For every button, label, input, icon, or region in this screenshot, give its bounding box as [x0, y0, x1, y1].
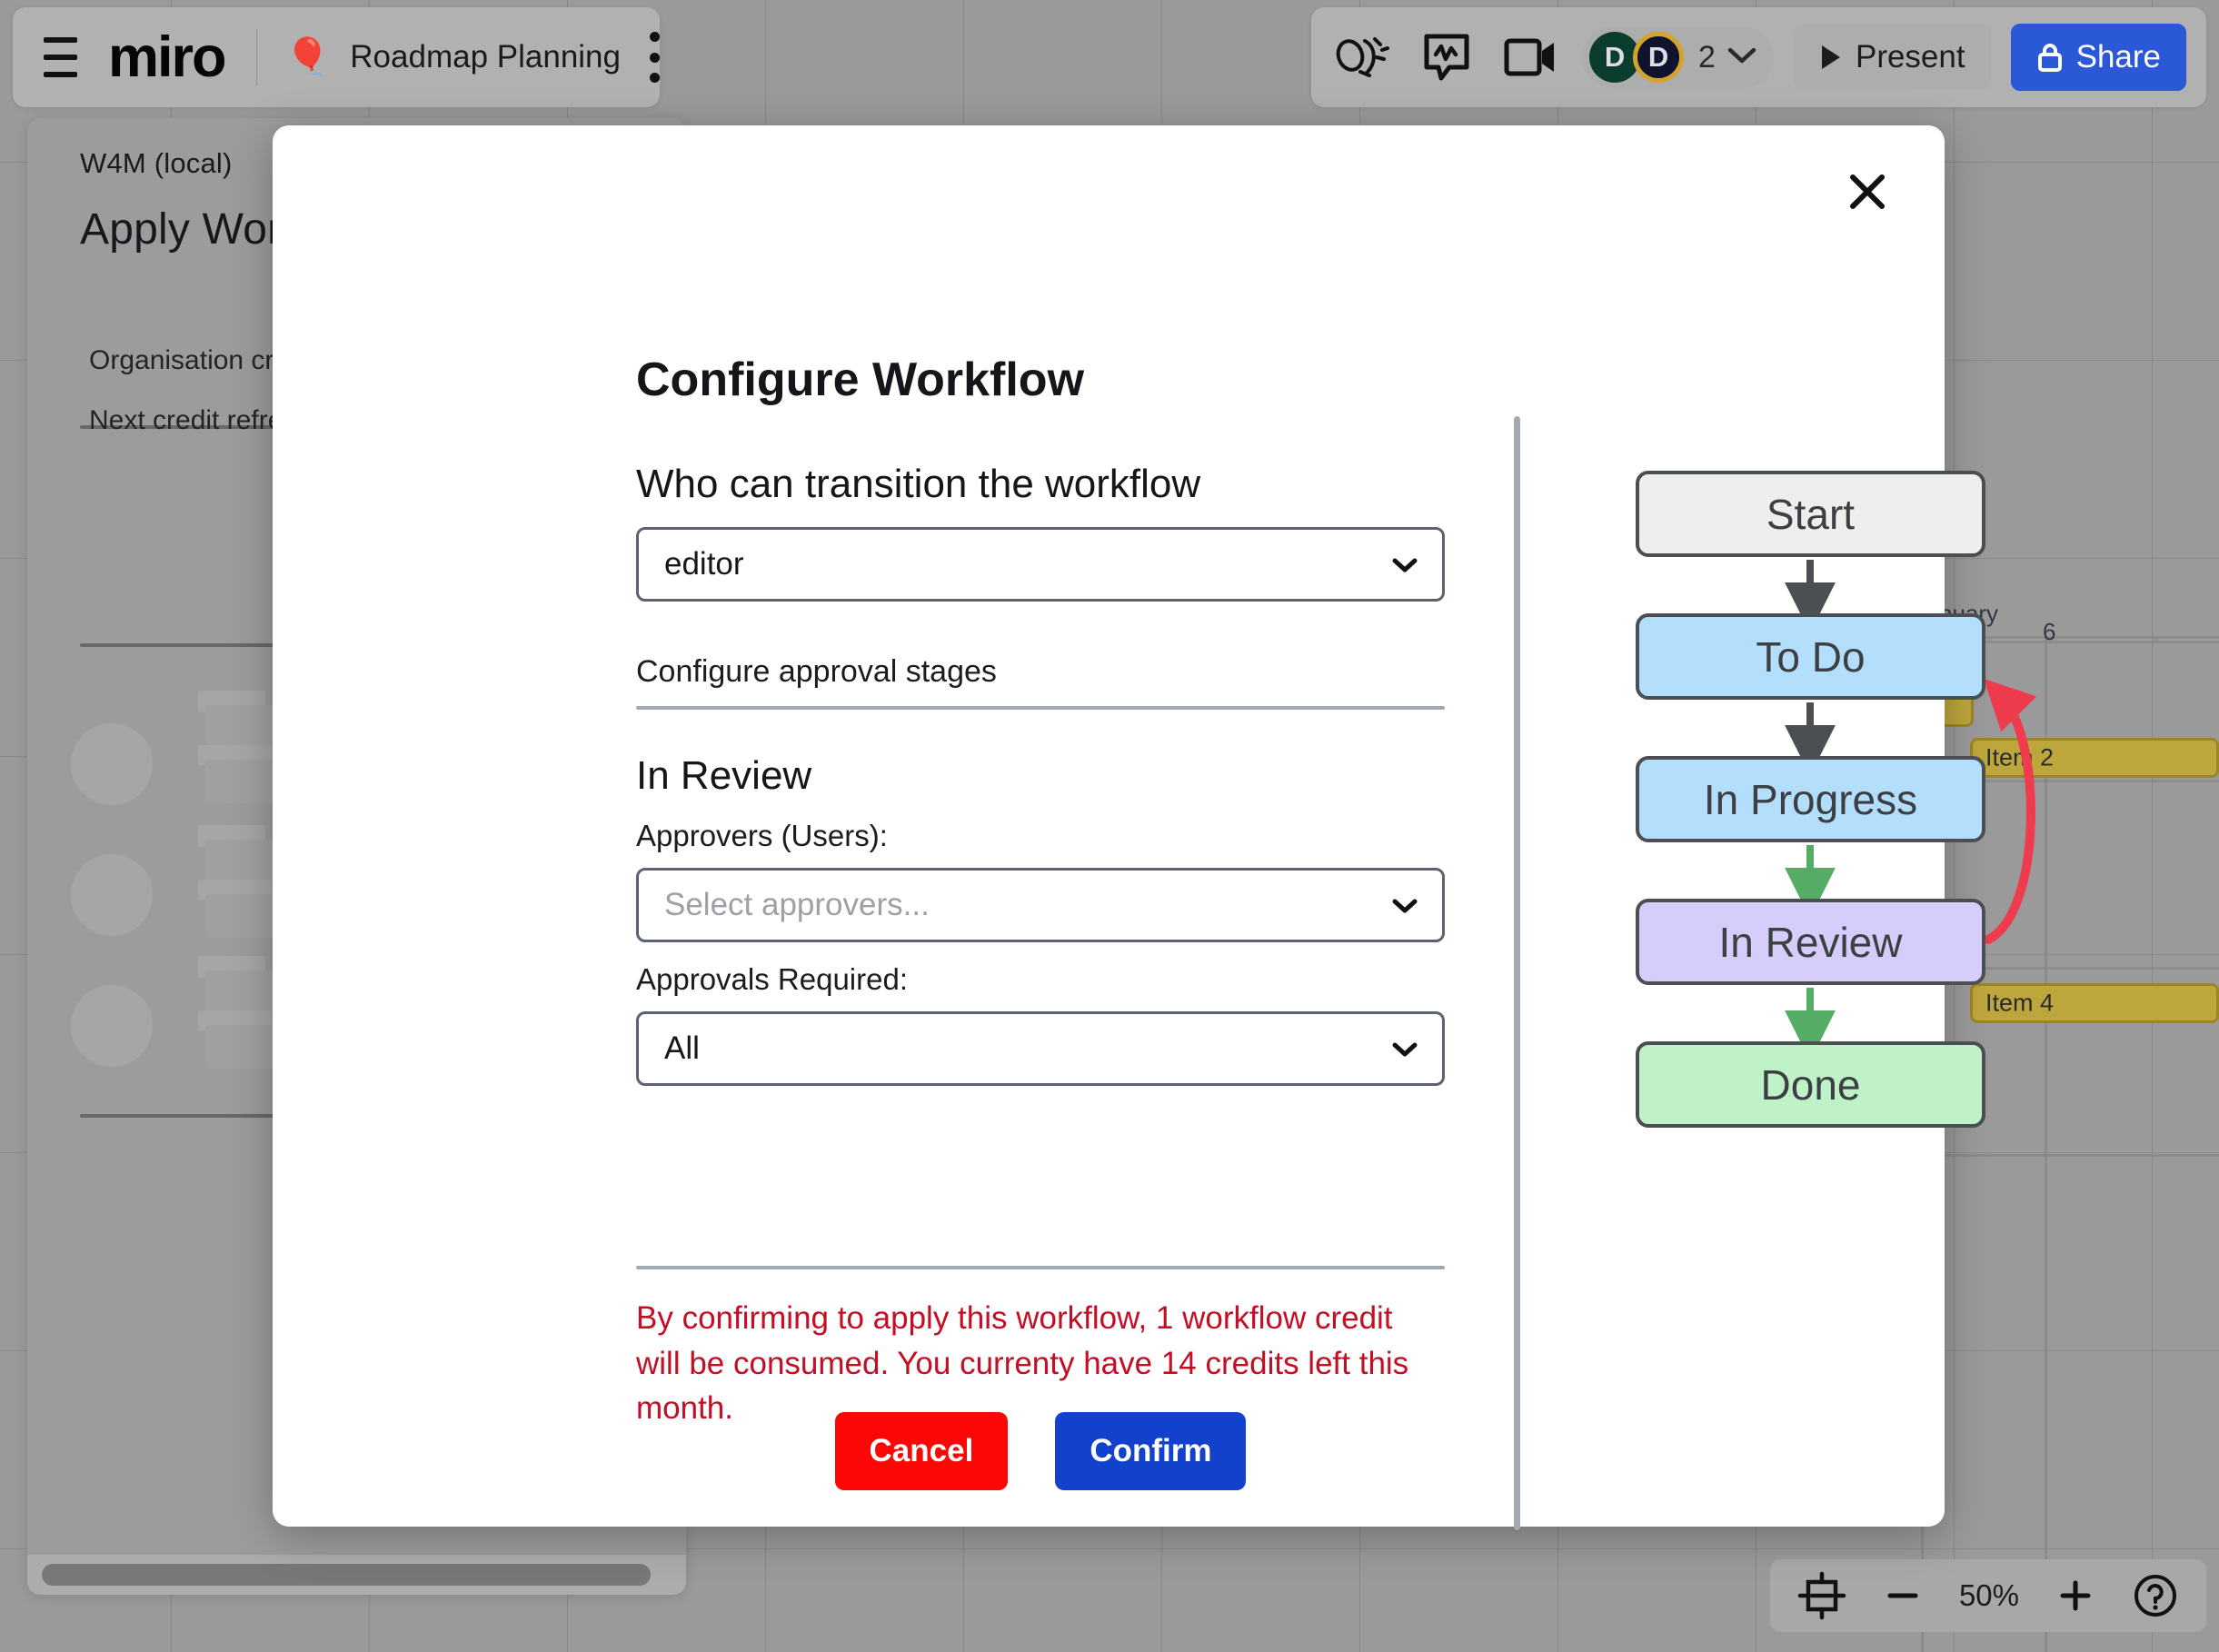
- share-button[interactable]: Share: [2010, 24, 2186, 91]
- zoom-level-label[interactable]: 50%: [1958, 1578, 2019, 1612]
- modal-actions: Cancel Confirm: [636, 1412, 1445, 1490]
- approvers-placeholder: Select approvers...: [664, 887, 930, 922]
- video-chat-icon[interactable]: [1498, 25, 1562, 89]
- footer-divider: [636, 1266, 1445, 1269]
- miro-logo: miro: [108, 25, 227, 89]
- help-icon[interactable]: [2132, 1572, 2179, 1619]
- board-options-icon[interactable]: [650, 32, 660, 83]
- chevron-down-icon[interactable]: [1726, 45, 1757, 70]
- chevron-down-icon: [1391, 887, 1418, 923]
- approvals-required-select[interactable]: All: [636, 1011, 1445, 1086]
- panel-skeleton-avatar: [71, 723, 153, 805]
- present-button[interactable]: Present: [1793, 25, 1991, 90]
- workflow-node-done[interactable]: Done: [1636, 1041, 1985, 1128]
- approvers-select[interactable]: Select approvers...: [636, 868, 1445, 942]
- lock-icon: [2037, 44, 2062, 72]
- board-toolbar-left: miro 🎈 Roadmap Planning: [13, 7, 660, 107]
- configure-workflow-modal: Configure Workflow Who can transition th…: [273, 125, 2037, 1530]
- workflow-node-todo[interactable]: To Do: [1636, 613, 1985, 700]
- timeline-bar-label: Item 2: [1985, 743, 2055, 771]
- share-label: Share: [2075, 39, 2161, 75]
- cancel-button[interactable]: Cancel: [834, 1412, 1009, 1490]
- workflow-node-inreview[interactable]: In Review: [1636, 899, 1985, 985]
- modal-vertical-divider: [1514, 416, 1520, 1530]
- celebrate-reactions-icon[interactable]: [1331, 25, 1395, 89]
- workflow-node-label: In Progress: [1703, 775, 1918, 823]
- approvals-required-value: All: [664, 1030, 700, 1066]
- panel-skeleton-avatar: [71, 985, 153, 1067]
- stage-name: In Review: [636, 753, 812, 798]
- transition-permission-select[interactable]: editor: [636, 527, 1445, 602]
- comment-icon[interactable]: [1415, 25, 1478, 89]
- avatar[interactable]: D: [1589, 32, 1641, 83]
- workflow-node-label: In Review: [1718, 918, 1903, 966]
- section-divider: [636, 706, 1445, 710]
- avatar[interactable]: D: [1633, 32, 1685, 83]
- edge-inreview-inprogress-reject: [1983, 678, 2037, 944]
- transition-permission-value: editor: [664, 546, 744, 582]
- present-label: Present: [1855, 39, 1965, 75]
- confirm-button[interactable]: Confirm: [1055, 1412, 1247, 1490]
- approvers-label: Approvers (Users):: [636, 819, 888, 852]
- workflow-node-inprogress[interactable]: In Progress: [1636, 756, 1985, 842]
- workflow-node-label: To Do: [1756, 632, 1866, 681]
- timeline-bar-label: Item 4: [1985, 989, 2055, 1017]
- close-icon[interactable]: [1841, 165, 1894, 218]
- transition-permission-label: Who can transition the workflow: [636, 462, 1201, 506]
- board-toolbar-right: D D 2 Present Share: [1311, 7, 2206, 107]
- board-name[interactable]: Roadmap Planning: [350, 39, 621, 75]
- hamburger-menu-icon[interactable]: [44, 37, 78, 77]
- panel-scrollbar-thumb[interactable]: [42, 1564, 651, 1586]
- workflow-node-label: Done: [1760, 1060, 1861, 1109]
- zoom-in-button[interactable]: [2055, 1576, 2095, 1616]
- collaborator-count: 2: [1698, 39, 1716, 75]
- timeline-bar[interactable]: Item 4: [1970, 983, 2219, 1023]
- timeline-bar[interactable]: Item 2: [1970, 738, 2219, 778]
- collaborators-group[interactable]: D D 2: [1582, 26, 1774, 88]
- workflow-node-start[interactable]: Start: [1636, 471, 1985, 557]
- workflow-node-label: Start: [1766, 490, 1856, 538]
- approval-stages-heading: Configure approval stages: [636, 654, 997, 689]
- panel-scrollbar-track[interactable]: [27, 1555, 686, 1595]
- chevron-down-icon: [1391, 546, 1418, 582]
- workflow-config-form: Who can transition the workflow editor C…: [636, 462, 1445, 1086]
- chevron-down-icon: [1391, 1030, 1418, 1067]
- panel-skeleton-avatar: [71, 854, 153, 936]
- workflow-diagram: Start To Do In Progress In Review Done: [1581, 471, 2037, 1470]
- credit-warning-text: By confirming to apply this workflow, 1 …: [636, 1300, 1409, 1427]
- modal-title: Configure Workflow: [636, 353, 1085, 406]
- timeline-day-label: 6: [2043, 618, 2056, 645]
- fit-to-screen-icon[interactable]: [1797, 1571, 1846, 1620]
- play-icon: [1821, 45, 1840, 69]
- panel-app-title: W4M (local): [80, 147, 233, 179]
- balloon-icon: 🎈: [284, 37, 331, 77]
- zoom-toolbar: 50%: [1769, 1559, 2206, 1632]
- workflow-edges: [1785, 560, 2037, 1061]
- toolbar-divider: [255, 29, 258, 85]
- approvals-required-label: Approvals Required:: [636, 962, 908, 996]
- zoom-out-button[interactable]: [1883, 1576, 1923, 1616]
